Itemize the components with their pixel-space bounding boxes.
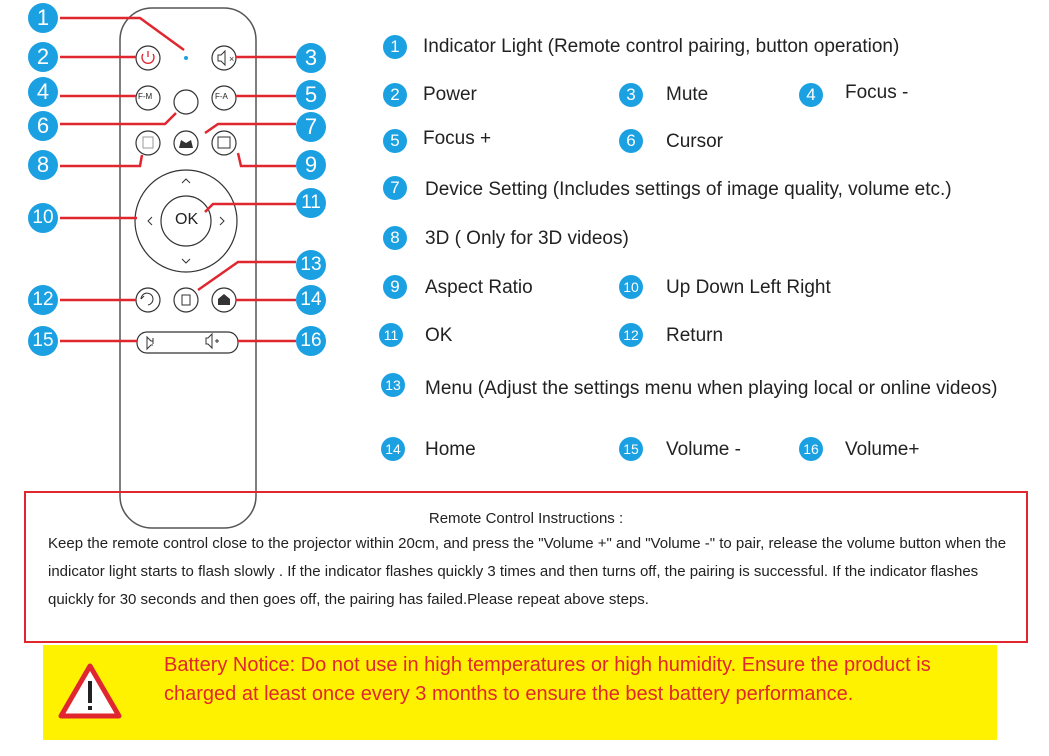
remote-diagram: × <box>60 7 296 529</box>
legend-badge: 11 <box>379 323 403 347</box>
legend-item: Focus + <box>423 128 492 149</box>
callout-1: 1 <box>28 3 58 33</box>
volume-down-icon <box>146 335 154 351</box>
legend-badge: 2 <box>383 83 407 107</box>
callout-9: 9 <box>296 150 326 180</box>
legend-item: Device Setting (Includes settings of ima… <box>425 179 952 200</box>
legend-item: Volume - <box>666 439 741 460</box>
legend-badge: 5 <box>383 129 407 153</box>
callout-8: 8 <box>28 150 58 180</box>
aspect-icon <box>217 136 231 149</box>
legend-item: Up Down Left Right <box>666 277 831 298</box>
legend-badge: 4 <box>799 83 823 107</box>
legend-badge: 8 <box>383 226 407 250</box>
home-icon <box>218 294 230 305</box>
instructions-title: Remote Control Instructions : <box>428 510 624 527</box>
callout-4: 4 <box>28 77 58 107</box>
callout-11: 11 <box>296 188 326 218</box>
cursor-button <box>173 89 199 115</box>
3d-icon <box>142 136 154 149</box>
callout-5: 5 <box>296 80 326 110</box>
ok-label: OK <box>175 211 199 228</box>
legend-badge: 16 <box>799 437 823 461</box>
legend-badge: 15 <box>619 437 643 461</box>
mute-icon <box>217 49 226 67</box>
3d-button <box>135 130 161 156</box>
volume-up-icon <box>205 332 219 350</box>
callout-12: 12 <box>28 285 58 315</box>
power-icon <box>141 51 155 64</box>
callout-15: 15 <box>28 326 58 356</box>
indicator-light <box>184 56 188 60</box>
legend-item: Indicator Light (Remote control pairing,… <box>423 36 900 57</box>
callout-7: 7 <box>296 112 326 142</box>
legend-item: Home <box>425 439 476 460</box>
legend-badge: 12 <box>619 323 643 347</box>
callout-13: 13 <box>296 250 326 280</box>
legend-item: Mute <box>666 84 709 105</box>
legend-badge: 7 <box>383 176 407 200</box>
callout-6: 6 <box>28 111 58 141</box>
legend-item: 3D ( Only for 3D videos) <box>425 228 629 249</box>
volume-rocker <box>136 331 239 354</box>
return-icon <box>140 292 154 306</box>
instructions-body: Keep the remote control close to the pro… <box>48 535 1007 608</box>
svg-text:×: × <box>229 54 234 64</box>
legend-item: Aspect Ratio <box>425 277 533 298</box>
legend-item: Power <box>423 84 477 105</box>
legend-badge: 9 <box>383 275 407 299</box>
power-button <box>135 45 161 71</box>
battery-notice: Battery Notice: Do not use in high tempe… <box>43 645 997 740</box>
legend-item: Cursor <box>666 131 724 152</box>
fa-label: F-A <box>215 92 228 101</box>
return-button <box>135 287 161 313</box>
fm-label: F-M <box>138 92 153 101</box>
legend-badge: 1 <box>383 35 407 59</box>
legend-item: Menu (Adjust the settings menu when play… <box>425 378 998 399</box>
legend-item: Focus - <box>845 82 909 103</box>
callout-16: 16 <box>296 326 326 356</box>
focus-plus-button <box>211 85 237 111</box>
legend-item: OK <box>425 325 453 346</box>
ok-button <box>160 195 212 247</box>
callout-2: 2 <box>28 42 58 72</box>
callout-14: 14 <box>296 285 326 315</box>
callout-lines <box>60 16 296 343</box>
callout-10: 10 <box>28 203 58 233</box>
arrow-icons <box>147 178 225 264</box>
legend-badge: 6 <box>619 129 643 153</box>
battery-notice-text: Battery Notice: Do not use in high tempe… <box>164 654 931 705</box>
legend-badge: 14 <box>381 437 405 461</box>
menu-icon <box>181 294 191 306</box>
warning-icon <box>58 663 122 719</box>
legend-item: Volume+ <box>845 439 920 460</box>
legend-badge: 3 <box>619 83 643 107</box>
legend-badge: 13 <box>381 373 405 397</box>
instructions-box: Remote Control Instructions : Keep the r… <box>24 491 1028 643</box>
aspect-ratio-button <box>211 130 237 156</box>
menu-button <box>173 287 199 313</box>
legend-item: Return <box>666 325 724 346</box>
focus-minus-button <box>135 85 161 111</box>
callout-3: 3 <box>296 43 326 73</box>
legend-badge: 10 <box>619 275 643 299</box>
settings-icon <box>179 140 193 148</box>
